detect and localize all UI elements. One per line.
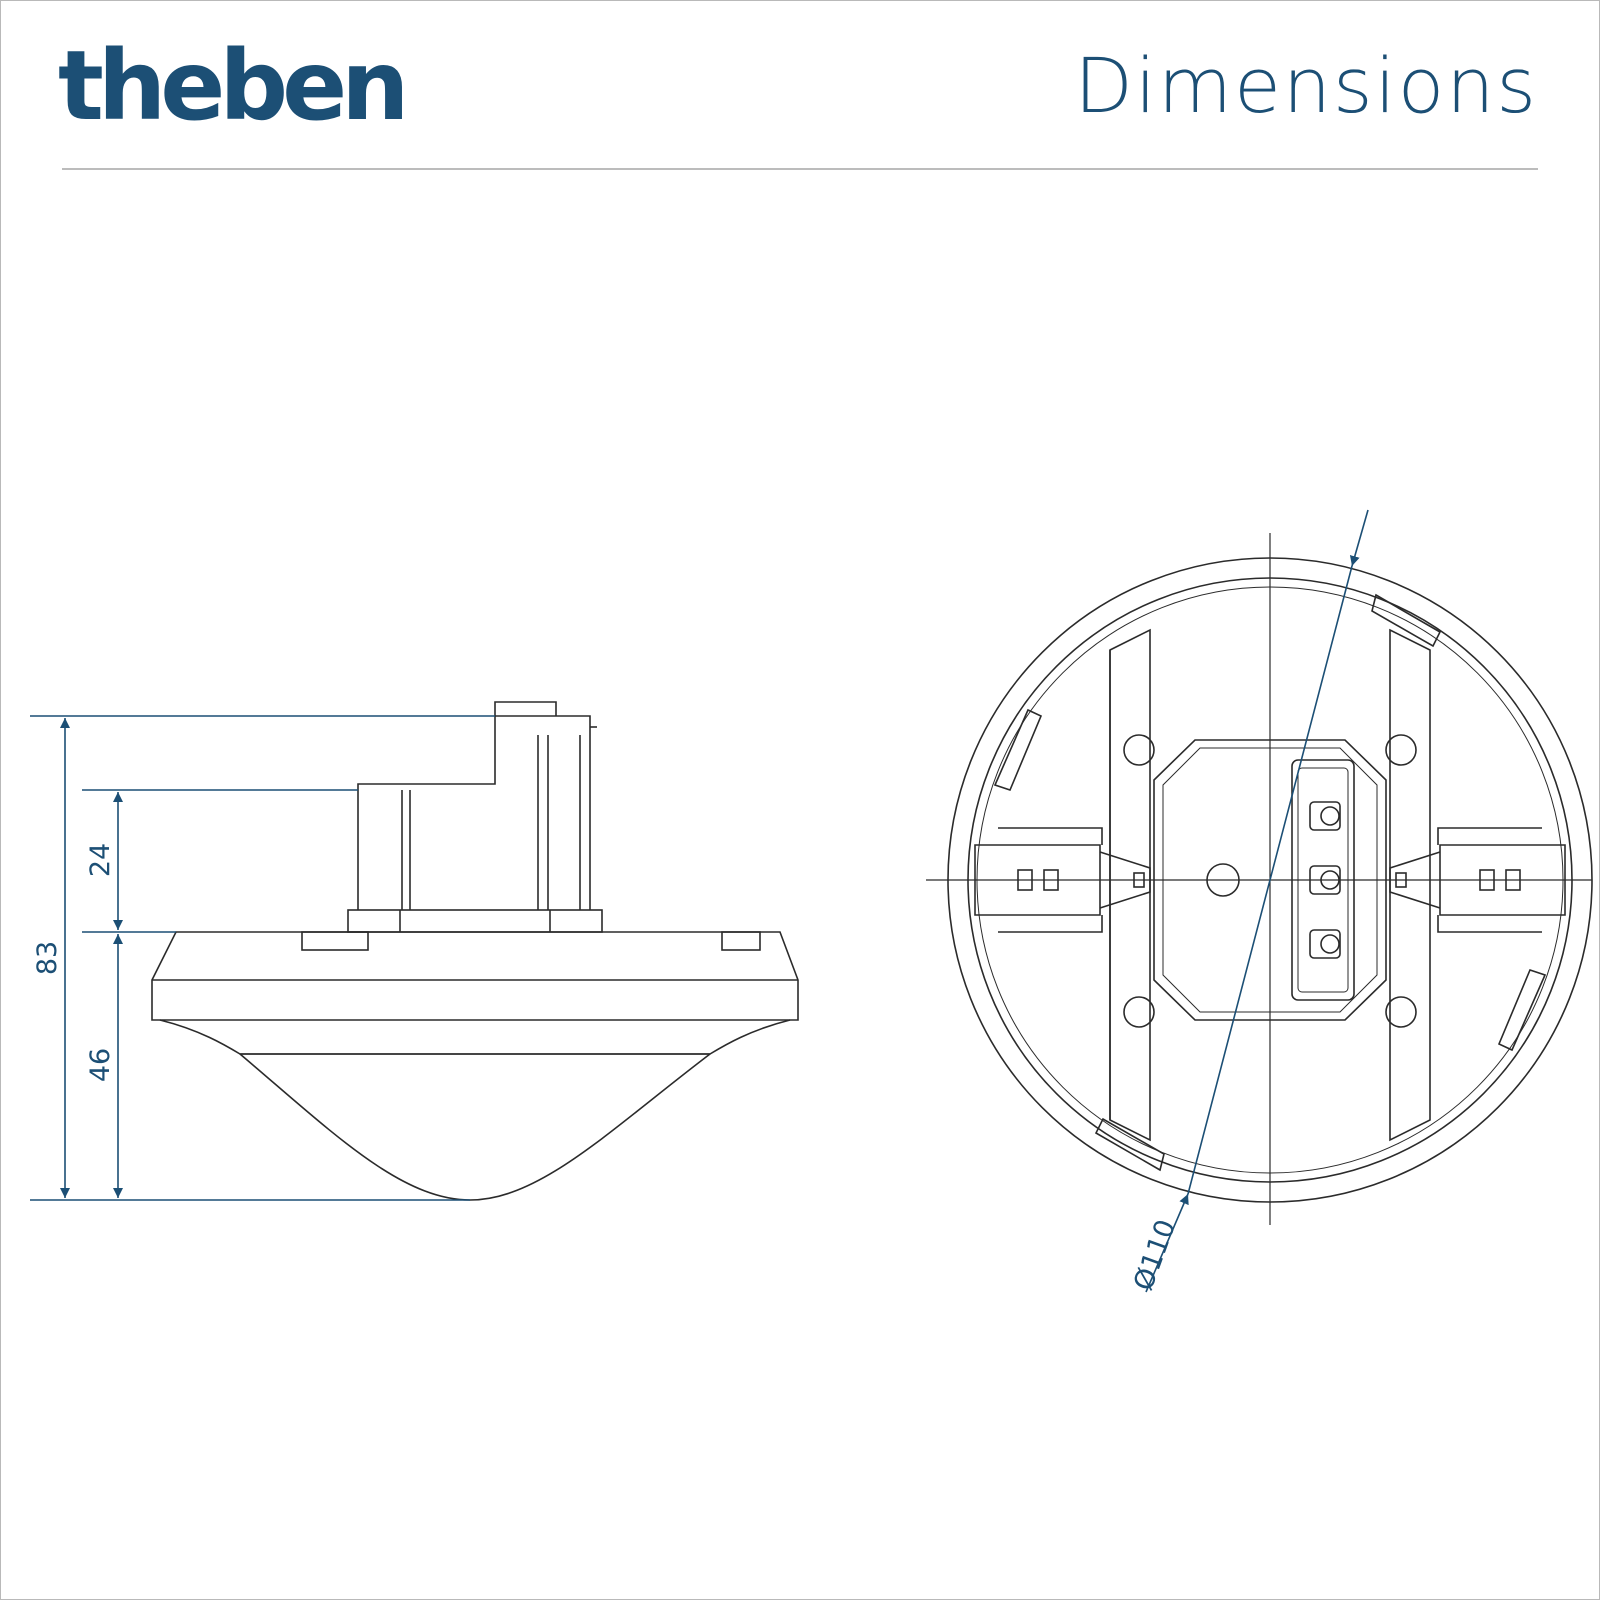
header-divider — [62, 168, 1538, 170]
spring-clip-right — [1389, 827, 1566, 933]
side-view — [151, 701, 799, 1201]
side-view-dimensions — [30, 715, 495, 1201]
dimension-label-83: 83 — [32, 941, 63, 975]
diameter-leader-lower — [1145, 1193, 1189, 1293]
inner-ring — [967, 577, 1573, 1183]
spring-clip-left — [974, 827, 1151, 933]
side-view-terminal-block — [347, 701, 603, 933]
center-hole — [1206, 863, 1240, 897]
diameter-leader-upper — [1349, 509, 1369, 567]
mounting-rails — [1109, 628, 1431, 1142]
mounting-holes — [1123, 734, 1417, 1028]
terminal-screws — [1309, 801, 1341, 959]
diameter-dimension-line — [1187, 565, 1353, 1195]
side-view-lens-dome — [239, 1053, 711, 1201]
dimension-label-46: 46 — [85, 1048, 116, 1082]
dimension-label-diameter: Ø110 — [1128, 1216, 1182, 1295]
dimension-label-24: 24 — [85, 843, 116, 877]
page-title: Dimensions — [1074, 41, 1538, 130]
outer-ring — [947, 557, 1593, 1203]
top-view — [926, 533, 1593, 1225]
inner-ring-2 — [976, 586, 1564, 1174]
theben-logo: theben — [58, 30, 410, 142]
top-view-dimensions — [1145, 509, 1369, 1293]
side-view-flange — [151, 931, 799, 1055]
terminal-housing — [1153, 739, 1387, 1021]
rim-clips — [993, 593, 1547, 1172]
